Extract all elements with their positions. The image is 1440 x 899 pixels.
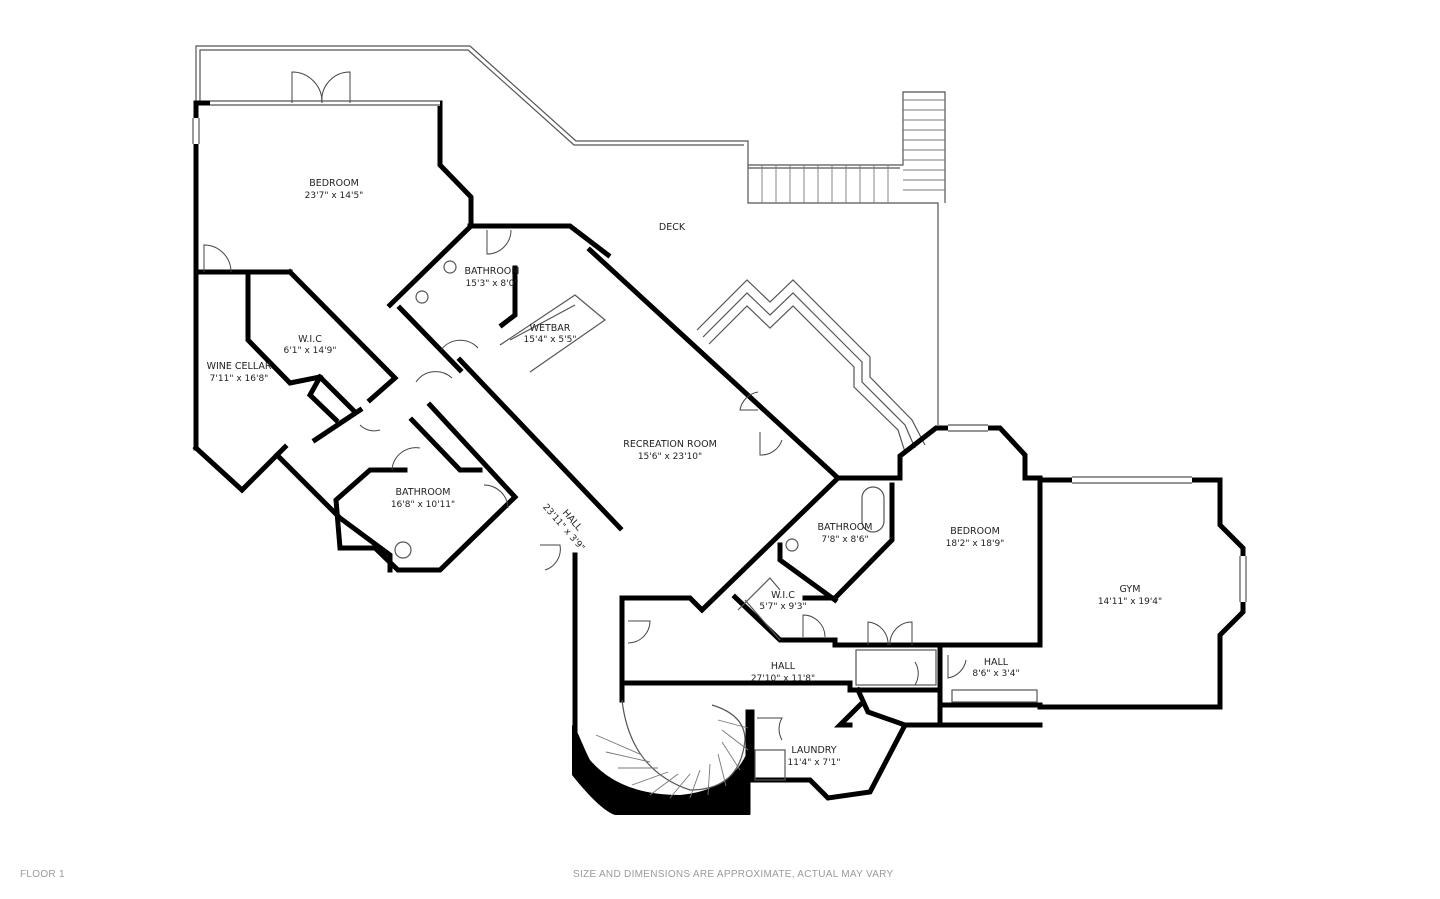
bathroom-e-dims: 7'8" x 8'6" bbox=[821, 535, 868, 545]
room-labels: DECK BEDROOM 23'7" x 14'5" BATHROOM 15'3… bbox=[207, 178, 1163, 768]
laundry-dims: 11'4" x 7'1" bbox=[788, 758, 841, 768]
bathroom-sw-dims: 16'8" x 10'11" bbox=[391, 500, 455, 510]
walls bbox=[192, 100, 1246, 815]
wetbar-name: WETBAR bbox=[530, 323, 571, 334]
bedroom-e-dims: 18'2" x 18'9" bbox=[946, 539, 1005, 549]
wic-south-name: W.I.C bbox=[771, 590, 795, 601]
wic-west-name: W.I.C bbox=[298, 334, 322, 345]
gym-name: GYM bbox=[1120, 584, 1141, 595]
bathroom-e-name: BATHROOM bbox=[818, 522, 873, 533]
bathroom-sw-name: BATHROOM bbox=[396, 487, 451, 498]
wine-cellar-name: WINE CELLAR bbox=[207, 361, 272, 372]
recreation-name: RECREATION ROOM bbox=[623, 439, 717, 450]
wic-south-dims: 5'7" x 9'3" bbox=[759, 602, 806, 612]
doors bbox=[203, 71, 967, 741]
spiral-stair bbox=[572, 699, 750, 815]
bedroom-nw-dims: 23'7" x 14'5" bbox=[305, 191, 364, 201]
bedroom-e-name: BEDROOM bbox=[950, 526, 1000, 537]
recreation-dims: 15'6" x 23'10" bbox=[638, 452, 702, 462]
bedroom-nw-name: BEDROOM bbox=[309, 178, 359, 189]
windows bbox=[192, 100, 1247, 602]
hall-main-dims: 27'10" x 11'8" bbox=[751, 674, 815, 684]
fixtures bbox=[394, 260, 1038, 781]
deck-outline bbox=[195, 45, 946, 453]
gym-dims: 14'11" x 19'4" bbox=[1098, 597, 1162, 607]
bathroom-top-name: BATHROOM bbox=[465, 266, 520, 277]
hall-small-name: HALL bbox=[984, 657, 1009, 668]
floor-label: FLOOR 1 bbox=[20, 869, 65, 880]
disclaimer-text: SIZE AND DIMENSIONS ARE APPROXIMATE, ACT… bbox=[573, 869, 894, 880]
bathroom-top-dims: 15'3" x 8'0" bbox=[466, 279, 519, 289]
hall-main-name: HALL bbox=[771, 661, 796, 672]
wic-west-dims: 6'1" x 14'9" bbox=[284, 346, 337, 356]
wetbar-dims: 15'4" x 5'5" bbox=[524, 335, 577, 345]
wine-cellar-dims: 7'11" x 16'8" bbox=[210, 374, 269, 384]
hall-small-dims: 8'6" x 3'4" bbox=[972, 669, 1019, 679]
deck-name: DECK bbox=[659, 222, 686, 233]
laundry-name: LAUNDRY bbox=[791, 745, 836, 756]
